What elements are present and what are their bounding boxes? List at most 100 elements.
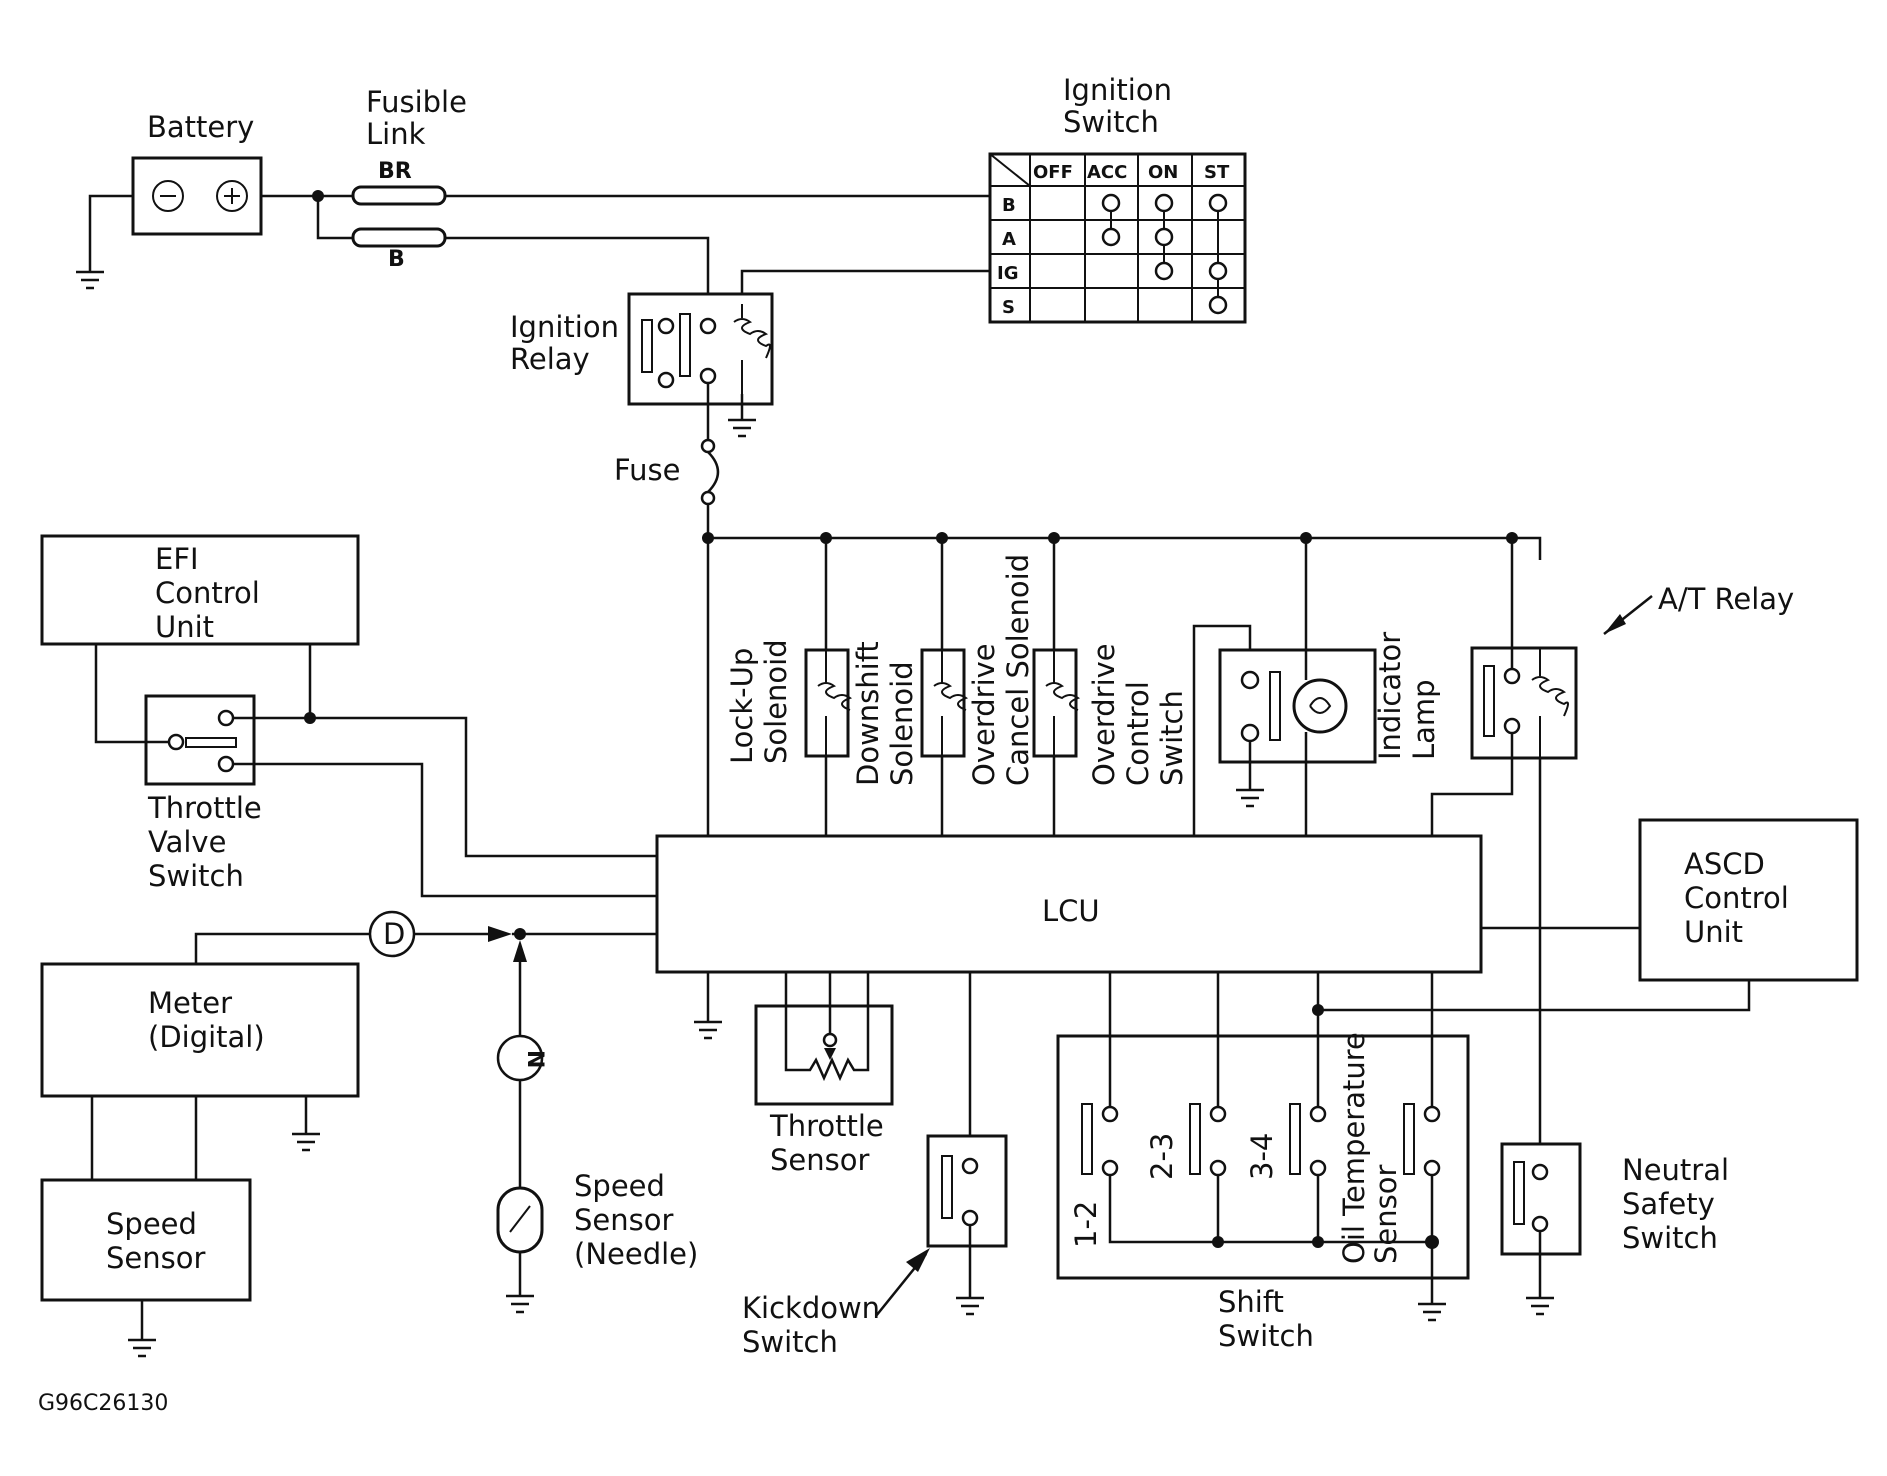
lcu-unit: [655, 834, 1483, 974]
row-s: S: [1002, 297, 1015, 318]
shift-switch-label-1: Shift: [1218, 1285, 1284, 1319]
fusible-link-b: [351, 227, 447, 248]
arrow-head: [513, 940, 527, 962]
indicator-lamp: [1292, 538, 1348, 836]
fusible-link-label-2: Link: [366, 117, 426, 151]
junction-dot: [1212, 1236, 1224, 1248]
fusible-link-br-label: BR: [378, 159, 412, 184]
col-off: OFF: [1033, 162, 1073, 183]
row-b: B: [1002, 195, 1016, 216]
overdrive-control-switch-label-2: Control: [1121, 681, 1155, 786]
meter-label-1: Meter: [148, 986, 232, 1020]
downshift-solenoid: [920, 538, 969, 836]
efi-control-unit: [40, 534, 360, 646]
ignition-switch-label-2: Switch: [1063, 105, 1159, 139]
lock-up-solenoid-label-1: Lock-Up: [725, 648, 759, 764]
ground-symbol: [506, 1294, 534, 1314]
junction-dot: [312, 190, 324, 202]
efi-label-1: EFI: [155, 542, 199, 576]
kickdown-label-2: Switch: [742, 1325, 838, 1359]
junction-dot: [304, 712, 316, 724]
downshift-solenoid-label-2: Solenoid: [885, 661, 919, 786]
ground-symbol: [728, 418, 756, 438]
junction-dot: [1425, 1235, 1439, 1249]
ascd-label-3: Unit: [1684, 915, 1743, 949]
indicator-lamp-label-1: Indicator: [1373, 632, 1407, 760]
downshift-solenoid-label-1: Downshift: [851, 641, 885, 786]
efi-label-2: Control: [155, 576, 260, 610]
shift-switch-label-2: Switch: [1218, 1319, 1314, 1353]
junction-dot: [514, 928, 526, 940]
kickdown-switch: [926, 1134, 1008, 1248]
row-a: A: [1002, 229, 1016, 250]
overdrive-control-switch: [1192, 624, 1377, 836]
overdrive-control-switch-label-1: Overdrive: [1087, 643, 1121, 786]
arrow-head: [906, 1248, 930, 1272]
ignition-switch-contacts: [1101, 193, 1228, 315]
overdrive-cancel-solenoid-label-2: Cancel Solenoid: [1001, 554, 1035, 786]
col-on: ON: [1148, 162, 1178, 183]
ground-symbol: [128, 1338, 156, 1358]
shift-pos-3-4: 3-4: [1245, 1133, 1279, 1180]
junction-dot: [702, 532, 714, 544]
speed-sensor-label-2: Sensor: [106, 1241, 205, 1275]
figure-code: G96C26130: [38, 1391, 168, 1416]
fusible-link-b-label: B: [388, 247, 405, 272]
ground-symbol: [956, 1296, 984, 1316]
neutral-safety-label-2: Safety: [1622, 1187, 1715, 1221]
arrow-head: [488, 926, 512, 942]
speed-sensor-label-1: Speed: [106, 1207, 197, 1241]
ascd-label-1: ASCD: [1684, 847, 1765, 881]
throttle-valve-switch: [144, 694, 256, 786]
lcu-label: LCU: [1042, 894, 1100, 928]
neutral-safety-label-1: Neutral: [1622, 1153, 1729, 1187]
ignition-switch-label-1: Ignition: [1063, 73, 1172, 107]
battery-label: Battery: [147, 110, 254, 144]
battery: [131, 156, 263, 236]
speed-sensor: [40, 1178, 252, 1302]
meter-digital: [40, 962, 360, 1098]
efi-label-3: Unit: [155, 610, 214, 644]
col-acc: ACC: [1087, 162, 1127, 183]
throttle-sensor-label-1: Throttle: [769, 1109, 884, 1143]
speed-sensor-needle-label-2: Sensor: [574, 1203, 673, 1237]
speed-sensor-needle-label-1: Speed: [574, 1169, 665, 1203]
at-relay: [1470, 646, 1578, 760]
junction-dot: [1312, 1236, 1324, 1248]
kickdown-label-1: Kickdown: [742, 1291, 880, 1325]
ground-symbol: [76, 270, 104, 290]
overdrive-cancel-solenoid-label-1: Overdrive: [967, 643, 1001, 786]
fusible-link-br: [351, 185, 447, 206]
throttle-valve-switch-label-1: Throttle: [147, 791, 262, 825]
shift-pos-1-2: 1-2: [1069, 1201, 1103, 1248]
at-relay-label: A/T Relay: [1658, 582, 1794, 616]
col-st: ST: [1204, 162, 1230, 183]
arrow-head: [1604, 614, 1626, 634]
throttle-sensor-label-2: Sensor: [770, 1143, 869, 1177]
fuse-label: Fuse: [614, 453, 680, 487]
ground-symbol: [1418, 1302, 1446, 1322]
throttle-valve-switch-label-3: Switch: [148, 859, 244, 893]
ascd-label-2: Control: [1684, 881, 1789, 915]
connector-n-label: N: [522, 1050, 547, 1068]
throttle-valve-switch-label-2: Valve: [148, 825, 226, 859]
ignition-relay-label-2: Relay: [510, 342, 590, 376]
indicator-lamp-label-2: Lamp: [1407, 679, 1441, 760]
oil-temp-sensor-label-1: Oil Temperature: [1337, 1032, 1371, 1264]
ignition-relay: [627, 292, 774, 406]
speed-sensor-needle-label-3: (Needle): [574, 1237, 698, 1271]
shift-switch-box: [1056, 1034, 1470, 1280]
ground-symbol: [694, 1020, 722, 1040]
lock-up-solenoid-label-2: Solenoid: [759, 639, 793, 764]
shift-pos-2-3: 2-3: [1145, 1133, 1179, 1180]
overdrive-cancel-solenoid: [1032, 538, 1081, 836]
ground-symbol: [1526, 1296, 1554, 1316]
ground-symbol: [292, 1132, 320, 1152]
speed-sensor-needle: [496, 1186, 544, 1254]
row-ig: IG: [997, 263, 1018, 284]
lock-up-solenoid: [804, 538, 853, 836]
overdrive-control-switch-label-3: Switch: [1155, 690, 1189, 786]
oil-temp-sensor-label-2: Sensor: [1369, 1165, 1403, 1264]
junction-dot: [1312, 1004, 1324, 1016]
